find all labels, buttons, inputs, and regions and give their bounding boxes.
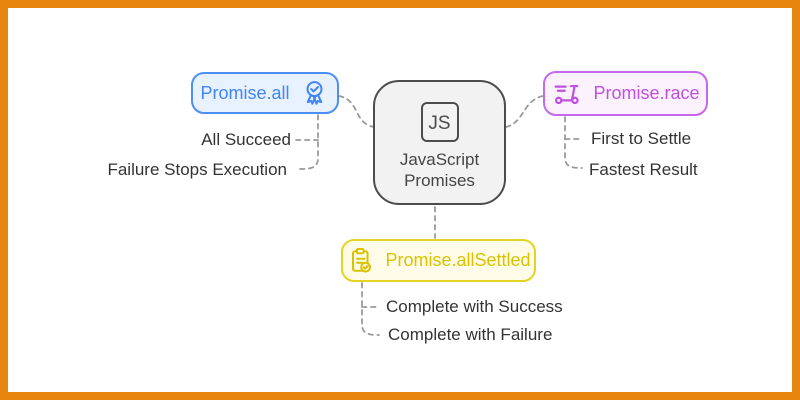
child-label-fastest-result: Fastest Result — [589, 160, 698, 179]
js-square-icon: JS — [420, 102, 459, 142]
child-label-all-succeed: All Succeed — [201, 130, 291, 149]
award-check-icon — [299, 78, 330, 109]
child-label-failure-stops-execution: Failure Stops Execution — [107, 160, 287, 179]
branch-node-promise-all: Promise.all — [191, 72, 339, 114]
branch-node-promise-allsettled: Promise.allSettled — [341, 239, 536, 282]
child-label-first-to-settle: First to Settle — [591, 129, 692, 148]
connector-race-children — [564, 116, 583, 169]
connector-all-children — [299, 114, 319, 170]
connector-center-to-race — [505, 95, 544, 128]
child-label-complete-with-failure: Complete with Failure — [388, 325, 553, 344]
promise-allsettled-label: Promise.allSettled — [385, 250, 531, 270]
center-node-javascript-promises: JS JavaScript Promises — [373, 80, 506, 205]
js-icon-label: JS — [428, 112, 451, 134]
child-label-complete-with-success: Complete with Success — [386, 297, 563, 316]
center-node-label-line1: JavaScript — [399, 150, 480, 169]
center-node-label-line2: Promises — [404, 171, 475, 190]
promise-race-label: Promise.race — [593, 83, 700, 103]
scooter-icon — [551, 77, 584, 110]
connector-allsettled-children — [361, 282, 380, 336]
branch-node-promise-race: Promise.race — [543, 71, 708, 116]
clipboard-check-icon — [346, 246, 376, 276]
promise-all-label: Promise.all — [200, 82, 290, 103]
center-node-label: JavaScript Promises — [400, 149, 479, 191]
connector-all-to-center — [338, 95, 375, 128]
